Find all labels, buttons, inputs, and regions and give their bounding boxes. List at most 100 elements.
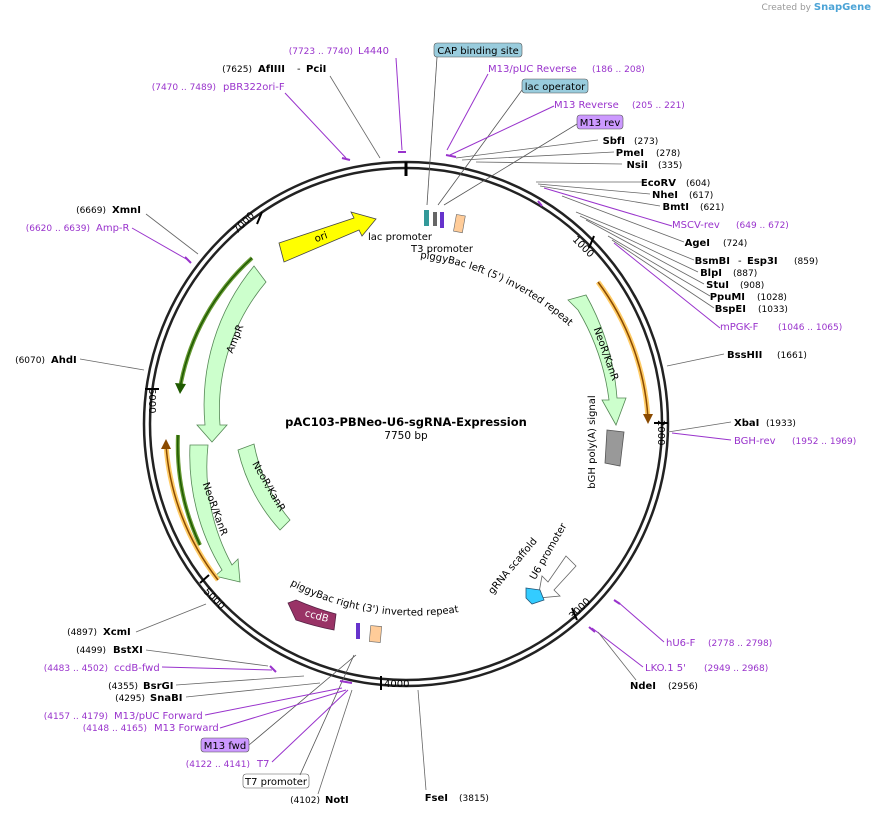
xcmi-pos: (4897) (67, 628, 97, 638)
xmni-pos: (6669) (76, 206, 106, 216)
tick-7000 (256, 211, 263, 225)
blpi-enzyme[interactable]: BlpI (700, 268, 722, 279)
sbfi-enzyme[interactable]: SbfI (603, 136, 625, 147)
m13-rev-primer[interactable]: M13 Reverse (554, 100, 619, 111)
pmei-pos: (278) (656, 149, 680, 159)
hu6-primer[interactable]: hU6-F (666, 638, 696, 649)
pbr322-mark (341, 157, 351, 161)
cap-binding-site-box[interactable] (433, 42, 523, 58)
ecorv-enzyme[interactable]: EcoRV (641, 178, 676, 189)
pb-right-small-feature (356, 623, 360, 639)
t7-primer[interactable]: T7 (256, 759, 269, 770)
ndei-enzyme[interactable]: NdeI (630, 681, 656, 692)
neo-inner-feature[interactable] (237, 443, 291, 531)
m13puc-fwd-primer[interactable]: M13/pUC Forward (114, 711, 203, 722)
credit-prefix: Created by (761, 3, 811, 13)
lac-promoter-label: lac promoter (368, 232, 433, 243)
ori-label: ori (313, 230, 329, 245)
ahdi-line (79, 358, 145, 371)
ampr-feature[interactable] (196, 265, 267, 443)
snabi-pos: (4295) (115, 694, 145, 704)
stui-pos: (908) (740, 281, 764, 291)
ccdb-fwd-primer[interactable]: ccdB-fwd (114, 663, 160, 674)
bsrgi-enzyme[interactable]: BsrGI (143, 681, 173, 692)
noti-enzyme[interactable]: NotI (325, 795, 349, 806)
ampr-primer[interactable]: Amp-R (96, 223, 130, 234)
m13puc-rev-range: (186 .. 208) (592, 65, 645, 75)
t7-promoter-box[interactable] (242, 773, 310, 789)
ppumi-pos: (1028) (757, 293, 787, 303)
xcmi-enzyme[interactable]: XcmI (103, 627, 131, 638)
mscv-rev-primer[interactable]: MSCV-rev (672, 220, 720, 231)
m13-rev-box[interactable] (576, 114, 624, 130)
stui-enzyme[interactable]: StuI (706, 280, 729, 291)
bsmbi-dash: - (738, 256, 742, 267)
bspei-enzyme[interactable]: BspEI (715, 304, 746, 315)
ecorv-pos: (604) (686, 179, 710, 189)
m13-rev-box-label: M13 rev (580, 118, 621, 129)
pb-left-label: piggyBac left (5') inverted repeat (420, 250, 575, 328)
snapgene-credit: Created by SnapGene (761, 2, 871, 13)
lko-primer[interactable]: LKO.1 5' (645, 663, 686, 674)
agei-enzyme[interactable]: AgeI (685, 238, 710, 249)
pb-right-terminal-feature (368, 625, 382, 643)
xbai-enzyme[interactable]: XbaI (734, 418, 759, 429)
neo-left-feature[interactable] (189, 444, 241, 583)
pmei-enzyme[interactable]: PmeI (616, 148, 644, 159)
mpgk-range: (1046 .. 1065) (778, 323, 842, 333)
grna-feature[interactable] (525, 587, 545, 605)
pbr322-primer[interactable]: pBR322ori-F (223, 82, 285, 93)
m13-rev-line (449, 105, 555, 156)
bsshii-enzyme[interactable]: BssHII (727, 350, 762, 361)
afliii-line (329, 75, 381, 159)
esp3i-enzyme[interactable]: Esp3I (747, 256, 778, 267)
m13-fwd-primer[interactable]: M13 Forward (154, 723, 219, 734)
bsrgi-pos: (4355) (108, 682, 138, 692)
sbfi-pos: (273) (634, 137, 658, 147)
ahdi-enzyme[interactable]: AhdI (51, 355, 77, 366)
cap-binding-site-label: CAP binding site (437, 46, 519, 57)
bgh-feature[interactable] (604, 429, 625, 467)
bsshii-line (666, 353, 725, 367)
sbfi-lines (455, 139, 623, 165)
m13puc-rev-primer[interactable]: M13/pUC Reverse (488, 64, 577, 75)
ori-feature[interactable] (278, 211, 377, 263)
pcii-enzyme[interactable]: PciI (306, 64, 326, 75)
lac-small-2 (433, 212, 437, 226)
mpgk-line (613, 242, 721, 329)
tick-3000 (571, 607, 578, 621)
plasmid-length: 7750 bp (384, 430, 428, 442)
lko-mark (588, 626, 596, 633)
fsei-enzyme[interactable]: FseI (425, 793, 448, 804)
xmni-line (145, 213, 199, 255)
l4440-primer[interactable]: L4440 (358, 46, 389, 57)
bgh-rev-primer[interactable]: BGH-rev (734, 436, 776, 447)
bsmbi-enzyme[interactable]: BsmBI (695, 256, 730, 267)
nsii-enzyme[interactable]: NsiI (627, 160, 648, 171)
nsii-pos: (335) (658, 161, 682, 171)
snabi-enzyme[interactable]: SnaBI (150, 693, 182, 704)
bspei-pos: (1033) (758, 305, 788, 315)
xmni-enzyme[interactable]: XmnI (112, 205, 141, 216)
bstxi-line (145, 649, 269, 667)
pb-left-terminal-feature (453, 214, 466, 234)
bstxi-enzyme[interactable]: BstXI (113, 645, 143, 656)
ppumi-enzyme[interactable]: PpuMI (710, 292, 745, 303)
pbr322-range: (7470 .. 7489) (152, 83, 216, 93)
lac-operator-box[interactable] (521, 78, 589, 94)
u6-feature[interactable] (537, 555, 577, 599)
orf-right-core (597, 281, 649, 419)
neo-right-feature[interactable] (567, 294, 627, 426)
afliii-enzyme[interactable]: AfIIII (258, 64, 285, 75)
ccdb-feature[interactable] (287, 599, 337, 631)
bgh-label: bGH poly(A) signal (587, 395, 598, 488)
ahdi-pos: (6070) (15, 356, 45, 366)
bmti-enzyme[interactable]: BmtI (662, 202, 689, 213)
hu6-range: (2778 .. 2798) (708, 639, 772, 649)
nhei-enzyme[interactable]: NheI (652, 190, 678, 201)
afliii-dash: - (297, 64, 301, 75)
plasmid-name: pAC103-PBNeo-U6-sgRNA-Expression (285, 415, 527, 429)
tick-1000 (588, 235, 595, 249)
mpgk-primer[interactable]: mPGK-F (720, 322, 759, 333)
m13-fwd-mark (339, 680, 353, 684)
